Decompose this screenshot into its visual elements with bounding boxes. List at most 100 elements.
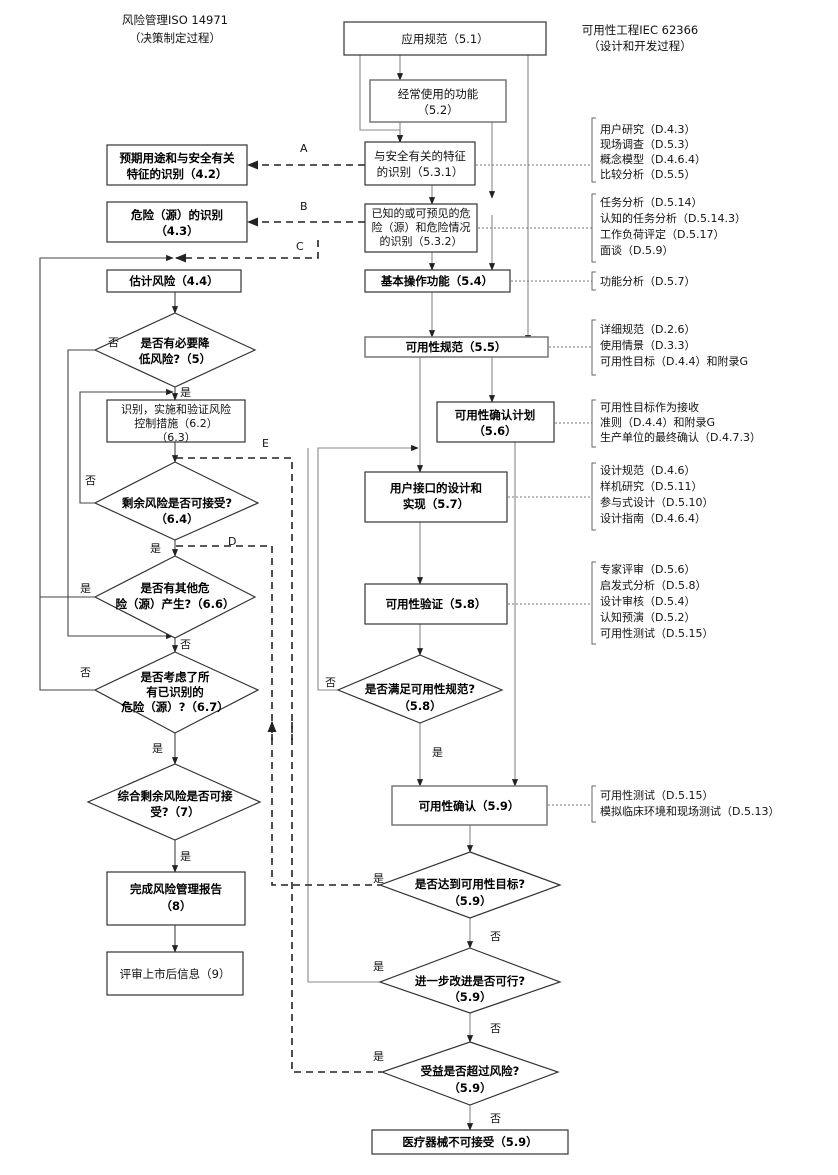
svg-text:评审上市后信息（9）: 评审上市后信息（9） (120, 967, 231, 981)
svg-text:（5.9）: （5.9） (448, 894, 491, 908)
annotation-item: 用户研究（D.4.3） (600, 122, 695, 136)
frequent-functions-box: 经常使用的功能 （5.2） (369, 79, 507, 123)
annotation-item: 参与式设计（D.5.10） (600, 495, 713, 509)
annotation-item: 设计指南（D.4.6.4） (600, 511, 706, 525)
svg-text:识别，实施和验证风险: 识别，实施和验证风险 (121, 402, 231, 416)
annotation-group-3: 功能分析（D.5.7） (600, 274, 695, 288)
apply-spec-box: 应用规范（5.1） (343, 21, 547, 56)
annotation-item: 比较分析（D.5.5） (600, 167, 695, 181)
overall-residual-decision: 综合剩余风险是否可接 受?（7） (86, 763, 262, 841)
risk-report-box: 完成风险管理报告 （8） (106, 871, 246, 926)
link-label-a: A (300, 142, 308, 155)
svg-text:（5.9）: （5.9） (448, 990, 491, 1004)
annotation-item: 认知的任务分析（D.5.14.3） (600, 211, 746, 225)
label-yes: 是 (152, 742, 163, 755)
label-no: 否 (490, 1022, 501, 1035)
safety-characteristics-box: 与安全有关的特征 的识别（5.3.1） (364, 141, 476, 186)
svg-text:危险（源）?（6.7）: 危险（源）?（6.7） (120, 700, 229, 714)
svg-text:可用性确认（5.9）: 可用性确认（5.9） (419, 799, 520, 813)
label-yes: 是 (373, 872, 384, 885)
svg-text:可用性规范（5.5）: 可用性规范（5.5） (406, 340, 507, 354)
meets-spec-decision: 是否满足可用性规范? （5.8） (336, 654, 504, 724)
svg-text:（6.3）: （6.3） (156, 431, 196, 444)
annotation-group-2: 任务分析（D.5.14） 认知的任务分析（D.5.14.3） 工作负荷评定（D.… (600, 195, 746, 257)
annotation-item: 认知预演（D.5.2） (600, 610, 695, 624)
svg-text:综合剩余风险是否可接: 综合剩余风险是否可接 (118, 789, 233, 803)
right-header: 可用性工程IEC 62366 （设计和开发过程） (582, 23, 698, 53)
label-yes: 是 (373, 1050, 384, 1063)
need-reduce-decision: 是否有必要降 低风险?（5） (93, 312, 257, 388)
annotation-item: 样机研究（D.5.11） (600, 479, 702, 493)
svg-text:（6.4）: （6.4） (155, 512, 198, 526)
annotation-group-5: 可用性目标作为接收 准则（D.4.4）和附录G 生产单位的最终确认（D.4.7.… (600, 400, 761, 444)
benefit-decision: 受益是否超过风险? （5.9） (380, 1041, 560, 1106)
label-no: 否 (180, 638, 191, 651)
annotation-group-8: 可用性测试（D.5.15） 模拟临床环境和现场测试（D.5.13） (600, 788, 779, 818)
annotation-item: 功能分析（D.5.7） (600, 274, 695, 288)
svg-text:受?（7）: 受?（7） (150, 805, 199, 819)
svg-text:用户接口的设计和: 用户接口的设计和 (389, 481, 482, 495)
svg-text:险（源）产生?（6.6）: 险（源）产生?（6.6） (115, 597, 234, 611)
validation-plan-box: 可用性确认计划 （5.6） (436, 401, 555, 443)
goals-met-decision: 是否达到可用性目标? （5.9） (378, 851, 562, 919)
svg-text:可用性验证（5.8）: 可用性验证（5.8） (386, 597, 487, 611)
svg-text:估计风险（4.4）: 估计风险（4.4） (128, 274, 218, 288)
svg-text:受益是否超过风险?: 受益是否超过风险? (421, 1064, 520, 1078)
label-no: 否 (325, 676, 336, 689)
annotation-group-7: 专家评审（D.5.6） 启发式分析（D.5.8） 设计审核（D.5.4） 认知预… (600, 562, 713, 640)
risk-control-box: 识别，实施和验证风险 控制措施（6.2） （6.3） (106, 399, 246, 444)
svg-text:是否满足可用性规范?: 是否满足可用性规范? (364, 682, 475, 696)
annotation-item: 可用性目标作为接收 (600, 400, 699, 414)
intended-use-box: 预期用途和与安全有关 特征的识别（4.2） (106, 144, 248, 186)
svg-text:（5.9）: （5.9） (448, 1081, 491, 1095)
svg-text:可用性确认计划: 可用性确认计划 (455, 408, 536, 422)
svg-text:特征的识别（4.2）: 特征的识别（4.2） (127, 167, 228, 181)
annotation-item: 准则（D.4.4）和附录G (600, 415, 715, 429)
annotation-item: 启发式分析（D.5.8） (600, 578, 706, 592)
annotation-group-4: 详细规范（D.2.6） 使用情景（D.3.3） 可用性目标（D.4.4）和附录G (600, 322, 748, 368)
svg-text:（5.8）: （5.8） (398, 699, 441, 713)
other-hazards-decision: 是否有其他危 险（源）产生?（6.6） (93, 555, 257, 639)
svg-text:已知的或可预见的危: 已知的或可预见的危 (372, 206, 471, 220)
svg-text:是否有必要降: 是否有必要降 (140, 336, 210, 350)
svg-text:有已识别的: 有已识别的 (146, 685, 204, 699)
right-header-subtitle: （设计和开发过程） (588, 39, 692, 53)
primary-operating-functions-box: 基本操作功能（5.4） (364, 269, 511, 293)
annotation-item: 可用性测试（D.5.15） (600, 626, 713, 640)
annotation-item: 可用性目标（D.4.4）和附录G (600, 354, 748, 368)
annotation-item: 面谈（D.5.9） (600, 244, 673, 257)
label-yes: 是 (432, 746, 443, 759)
svg-text:经常使用的功能: 经常使用的功能 (398, 87, 479, 101)
annotation-item: 任务分析（D.5.14） (600, 195, 702, 209)
label-no: 否 (108, 336, 119, 349)
all-hazards-considered-decision: 是否考虑了所 有已识别的 危险（源）?（6.7） (93, 651, 260, 734)
left-header-subtitle: （决策制定过程） (129, 31, 221, 45)
further-improvement-decision: 进一步改进是否可行? （5.9） (378, 947, 562, 1014)
svg-text:是否有其他危: 是否有其他危 (140, 581, 210, 595)
estimate-risk-box: 估计风险（4.4） (106, 269, 242, 293)
annotation-item: 使用情景（D.3.3） (600, 339, 695, 352)
usability-spec-box: 可用性规范（5.5） (364, 336, 549, 358)
label-yes: 是 (180, 850, 191, 863)
label-yes: 是 (80, 582, 91, 595)
annotation-item: 工作负荷评定（D.5.17） (600, 227, 724, 241)
svg-text:预期用途和与安全有关: 预期用途和与安全有关 (120, 151, 235, 165)
link-label-b: B (300, 200, 308, 213)
hazard-identification-box: 已知的或可预见的危 险（源）和危险情况 的识别（5.3.2） (364, 203, 478, 253)
svg-text:基本操作功能（5.4）: 基本操作功能（5.4） (380, 274, 493, 288)
annotation-item: 模拟临床环境和现场测试（D.5.13） (600, 804, 779, 818)
svg-text:的识别（5.3.2）: 的识别（5.3.2） (380, 234, 463, 248)
label-yes: 是 (150, 542, 161, 555)
annotation-item: 详细规范（D.2.6） (600, 322, 695, 336)
ui-design-box: 用户接口的设计和 实现（5.7） (364, 471, 508, 523)
link-label-e: E (262, 437, 269, 450)
link-label-d: D (228, 535, 236, 548)
label-no: 否 (490, 930, 501, 943)
residual-risk-decision: 剩余风险是否可接受? （6.4） (93, 461, 260, 541)
label-no: 否 (85, 474, 96, 487)
svg-text:低风险?（5）: 低风险?（5） (138, 352, 211, 366)
svg-text:是否考虑了所: 是否考虑了所 (140, 670, 210, 684)
label-no: 否 (80, 666, 91, 679)
